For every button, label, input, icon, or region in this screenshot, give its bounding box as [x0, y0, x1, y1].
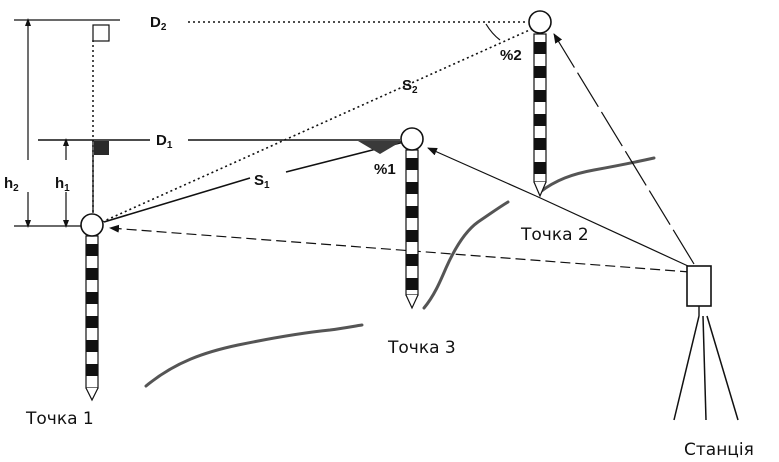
height-dimensions: [25, 18, 69, 228]
prism-point1: [80, 213, 104, 237]
s2-dotted-line: [101, 27, 535, 223]
prism-pole-point2: [528, 10, 552, 198]
svg-text:h2: h2: [4, 175, 19, 194]
label-pct2: %2: [500, 47, 522, 64]
label-h2: h: [4, 175, 13, 192]
svg-text:h1: h1: [55, 175, 70, 194]
svg-text:S1: S1: [254, 172, 270, 191]
right-angle-open: [92, 24, 110, 42]
right-angle-markers: [92, 23, 501, 155]
tripod-leg-left: [673, 315, 700, 421]
label-point1: Точка 1: [25, 409, 94, 429]
terrain-right: [538, 156, 656, 194]
point-labels: Точка 1 Точка 2 Точка 3 Станція: [25, 225, 754, 460]
sight-station-to-point1: [109, 224, 691, 273]
reference-lines: [14, 19, 535, 227]
label-s1: S: [254, 172, 264, 189]
prism-pole-point1: [80, 213, 104, 402]
total-station-body: [686, 265, 712, 307]
tripod-leg-center: [702, 315, 707, 421]
label-d2: D: [150, 14, 161, 31]
label-point3: Точка 3: [387, 338, 456, 358]
station-instrument: [673, 265, 739, 421]
terrain-middle: [422, 200, 510, 310]
terrain-left: [144, 323, 364, 388]
prism-point2: [528, 10, 552, 34]
sight-point2-to-station: [535, 195, 689, 267]
prism-pole-point3: [400, 127, 424, 310]
tripod-leg-right: [706, 315, 739, 421]
measurement-labels: D2 D1 S2 S1 h2 h1 %1 %2: [4, 14, 522, 194]
label-s2: S: [402, 77, 412, 94]
sight-point2-to-point3: [427, 147, 537, 197]
svg-text:D1: D1: [156, 132, 173, 151]
terrain-lines: [144, 156, 656, 388]
sight-lines: [109, 33, 695, 273]
label-pct1: %1: [374, 161, 396, 178]
label-d1: D: [156, 132, 167, 149]
svg-text:D2: D2: [150, 14, 167, 33]
label-point2: Точка 2: [520, 225, 589, 245]
label-station: Станція: [684, 440, 754, 460]
label-h1: h: [55, 175, 64, 192]
angle-arc-pct2: [485, 23, 501, 41]
angle-fill-pct1: [358, 141, 402, 154]
svg-text:S2: S2: [402, 77, 418, 96]
right-angle-filled: [94, 141, 109, 155]
prism-point3: [400, 127, 424, 151]
s1-solid-line: [103, 177, 251, 223]
